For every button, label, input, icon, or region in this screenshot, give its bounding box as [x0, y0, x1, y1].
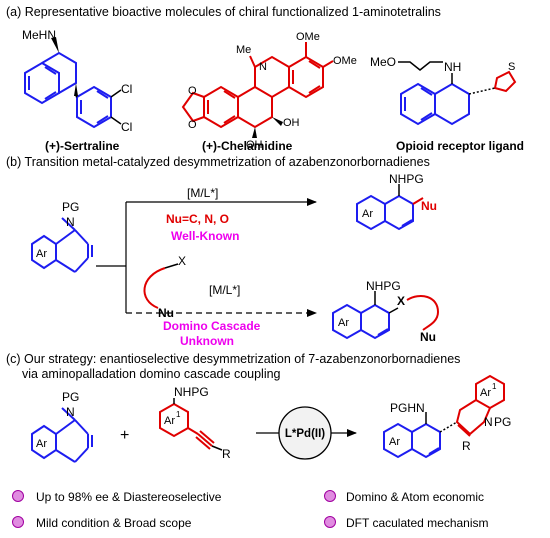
- opioid-ligand-structure: MeO NH S: [370, 55, 517, 126]
- lower-path-status-line1: Domino Cascade: [163, 319, 261, 333]
- chelamidine-oh-label-1: OH: [283, 117, 300, 129]
- feature-bullet: [324, 516, 336, 528]
- sertraline-structure: MeHN Cl Cl: [22, 28, 132, 134]
- feature-list: Up to 98% ee & Diastereoselective Domino…: [12, 490, 489, 530]
- section-b-substrate-n: N: [66, 215, 75, 229]
- section-b-arrows: [96, 198, 317, 317]
- feature-text: Up to 98% ee & Diastereoselective: [36, 490, 222, 504]
- section-b-substrate-ar: Ar: [36, 248, 47, 260]
- feature-bullet: [12, 490, 24, 502]
- alkynyl-r-label: R: [222, 447, 231, 461]
- chelamidine-oh-label-2: OH: [246, 139, 263, 151]
- chelamidine-o-label-2: O: [188, 119, 197, 131]
- sertraline-amine-label: MeHN: [22, 28, 56, 42]
- alkynyl-nhpg-label: NHPG: [174, 385, 209, 399]
- plus-sign: +: [120, 427, 129, 444]
- product-pg-label: PG: [494, 415, 511, 429]
- sertraline-cl-label-2: Cl: [121, 120, 132, 134]
- feature-text: DFT caculated mechanism: [346, 516, 489, 530]
- section-c-heading-line2: via aminopalladation domino cascade coup…: [22, 367, 281, 381]
- chelamidine-n-label: N: [259, 61, 267, 73]
- sertraline-cl-label-1: Cl: [121, 82, 132, 96]
- alkynyl-ar-label: Ar: [164, 415, 175, 427]
- feature-bullet: [324, 490, 336, 502]
- lower-product-nu: Nu: [420, 330, 436, 344]
- section-c-product: PGHN Ar Ar 1 N PG R: [383, 374, 511, 459]
- upper-product: NHPG Nu Ar: [356, 172, 437, 231]
- section-b-substrate: PG N Ar: [31, 200, 93, 273]
- section-c-heading-line1: (c) Our strategy: enantioselective desym…: [6, 352, 460, 366]
- product-n-label: N: [484, 415, 493, 429]
- feature-text: Domino & Atom economic: [346, 490, 484, 504]
- lower-path-catalyst: [M/L*]: [209, 283, 240, 297]
- section-c-substrate-ar: Ar: [36, 438, 47, 450]
- alkynyl-aniline: NHPG Ar 1 R: [159, 385, 231, 461]
- chelamidine-me-label: Me: [236, 44, 251, 56]
- product-ar-label: Ar: [389, 436, 400, 448]
- chelamidine-name: (+)-Chelamidine: [202, 139, 293, 153]
- section-b-heading: (b) Transition metal-catalyzed desymmetr…: [6, 155, 430, 169]
- section-b-substrate-pg: PG: [62, 200, 79, 214]
- lower-product-x: X: [397, 294, 405, 308]
- upper-product-nu: Nu: [421, 199, 437, 213]
- lower-product: NHPG X Nu Ar: [332, 279, 440, 344]
- product-ar1-label: Ar: [480, 387, 491, 399]
- upper-path-status: Well-Known: [171, 229, 239, 243]
- tethered-nucleophile: X Nu: [143, 254, 186, 320]
- product-r-label: R: [462, 439, 471, 453]
- lower-path-status-line2: Unknown: [180, 334, 234, 348]
- feature-bullet: [12, 516, 24, 528]
- alkynyl-ar-sup: 1: [176, 410, 181, 419]
- section-c-substrate: PG N Ar: [31, 390, 93, 463]
- tether-x-label: X: [178, 254, 186, 268]
- section-a-heading: (a) Representative bioactive molecules o…: [6, 5, 441, 19]
- upper-product-ar: Ar: [362, 208, 373, 220]
- catalyst-label: L*Pd(II): [285, 428, 325, 440]
- lower-product-nhpg: NHPG: [366, 279, 401, 293]
- upper-product-nhpg: NHPG: [389, 172, 424, 186]
- sertraline-name: (+)-Sertraline: [45, 139, 120, 153]
- chelamidine-o-label-1: O: [188, 85, 197, 97]
- catalyst-circle: [278, 406, 332, 460]
- opioid-meo-label: MeO: [370, 55, 396, 69]
- product-ar1-sup: 1: [492, 382, 497, 391]
- opioid-ligand-name: Opioid receptor ligand: [396, 139, 524, 153]
- chelamidine-ome-label-2: OMe: [333, 55, 357, 67]
- upper-path-catalyst: [M/L*]: [187, 186, 218, 200]
- chelamidine-ome-label-1: OMe: [296, 31, 320, 43]
- feature-text: Mild condition & Broad scope: [36, 516, 192, 530]
- chelamidine-structure: Me N OMe OMe O O OH OH: [181, 31, 357, 151]
- section-c-substrate-pg: PG: [62, 390, 79, 404]
- opioid-nh-label: NH: [444, 60, 461, 74]
- tether-nu-label: Nu: [158, 306, 174, 320]
- product-pghn-label: PGHN: [390, 401, 425, 415]
- section-c-substrate-n: N: [66, 405, 75, 419]
- upper-path-nucleophiles: Nu=C, N, O: [166, 212, 229, 226]
- opioid-s-label: S: [508, 61, 515, 73]
- lower-product-ar: Ar: [338, 317, 349, 329]
